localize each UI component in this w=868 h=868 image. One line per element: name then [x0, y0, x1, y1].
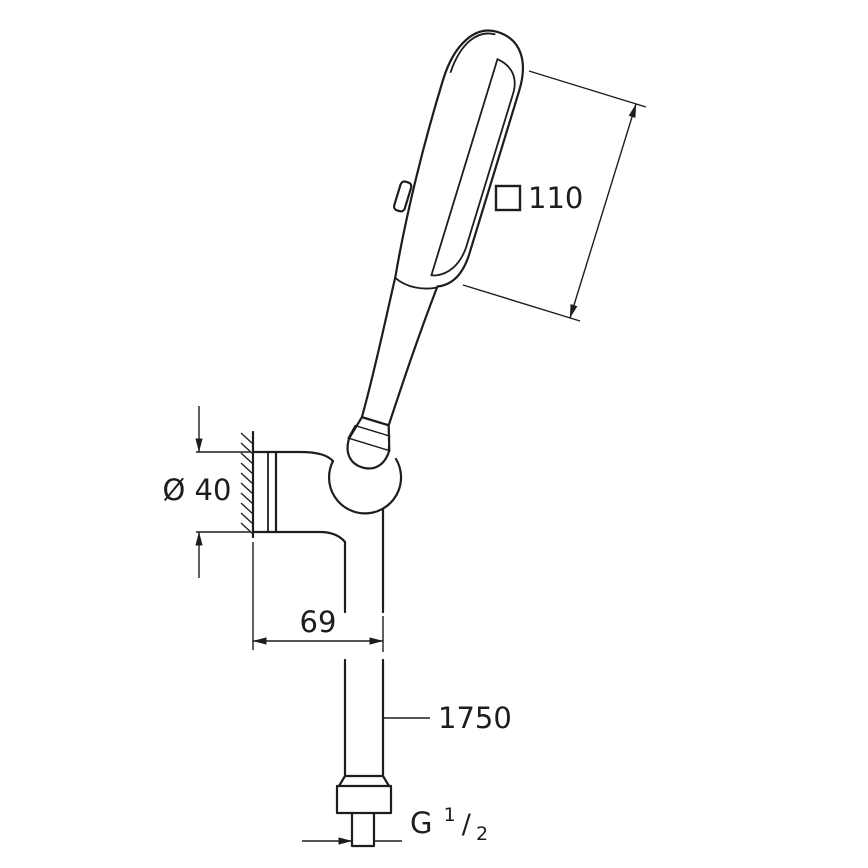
mounting-plate	[251, 450, 278, 534]
thread-tube	[350, 811, 376, 848]
dimension-hose-length: 1750	[383, 701, 512, 735]
handle-cone-knurl	[347, 424, 391, 452]
handle-seam	[394, 276, 438, 290]
hand-shower	[346, 29, 524, 470]
hose-lower-segment	[343, 658, 385, 778]
hose-length-label: 1750	[438, 701, 512, 735]
dimension-head-size: 110	[462, 70, 647, 322]
head-size-label: 110	[528, 181, 583, 215]
square-symbol-icon	[494, 184, 522, 212]
wall-holder	[240, 430, 403, 544]
dimension-thread-size: G 1 / 2	[302, 804, 488, 845]
thread-slash: /	[462, 809, 472, 840]
holder-cup	[328, 457, 403, 515]
head-dim-extension-line-bottom	[462, 284, 581, 322]
diverter-button	[392, 180, 413, 213]
holder-arm-top	[274, 450, 335, 463]
hose-upper-segment	[343, 507, 385, 614]
wall-offset-label: 69	[300, 605, 337, 639]
thread-size-label: G 1 / 2	[410, 804, 488, 845]
thread-prefix: G	[410, 806, 432, 840]
dimension-holder-diameter: Ø 40	[163, 406, 251, 578]
hose-connector-flare	[337, 774, 391, 788]
dimension-wall-offset: 69	[252, 542, 384, 650]
head-dim-extension-line-top	[528, 70, 647, 108]
shower-body-outline	[360, 29, 524, 427]
head-dim-line	[569, 103, 637, 319]
thread-numerator: 1	[444, 804, 456, 826]
shower-hose	[335, 507, 393, 848]
thread-denominator: 2	[476, 823, 488, 845]
head-top-contour	[449, 32, 496, 73]
spray-face-plate	[430, 57, 516, 277]
holder-arm-bottom	[274, 530, 347, 544]
holder-diameter-label: Ø 40	[163, 473, 232, 507]
handle-cone	[346, 416, 391, 470]
connector-nut	[335, 784, 393, 815]
wall-hatching	[240, 432, 254, 535]
